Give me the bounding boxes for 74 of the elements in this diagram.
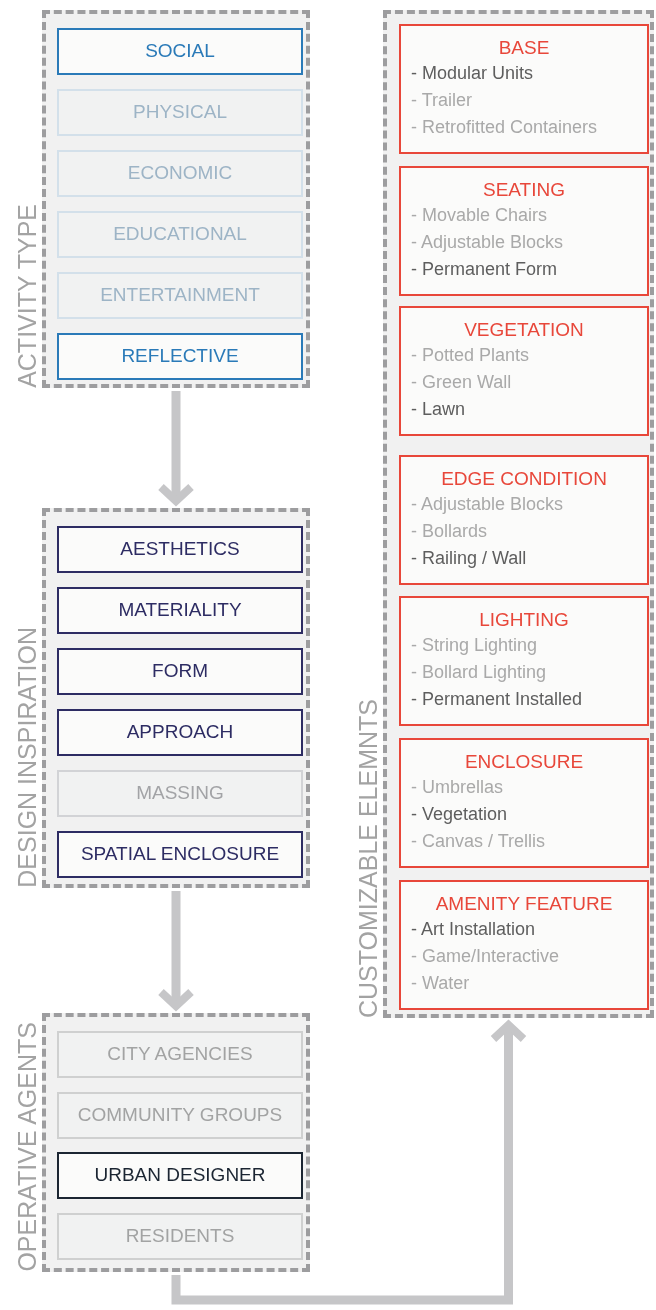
category-label: SOCIAL — [145, 39, 215, 64]
option-item: - String Lighting — [411, 634, 539, 657]
category-box — [57, 272, 303, 319]
element-card — [399, 880, 649, 1010]
category-label: CITY AGENCIES — [107, 1042, 253, 1067]
option-item: - Water — [411, 972, 471, 995]
category-box — [57, 526, 303, 573]
category-box — [57, 587, 303, 634]
category-box — [57, 150, 303, 197]
option-item: - Lawn — [411, 398, 467, 421]
group-heading: DESIGN INSPIRATION — [14, 627, 40, 888]
category-box — [57, 1031, 303, 1078]
category-box — [57, 28, 303, 75]
option-item: - Bollards — [411, 520, 489, 543]
category-label: URBAN DESIGNER — [94, 1163, 266, 1188]
option-item: - Potted Plants — [411, 344, 531, 367]
category-label: PHYSICAL — [133, 100, 227, 125]
option-item: - Game/Interactive — [411, 945, 561, 968]
category-label: MASSING — [136, 781, 224, 806]
element-card — [399, 24, 649, 154]
card-title: SEATING — [482, 178, 566, 202]
category-box — [57, 1212, 303, 1260]
card-title: LIGHTING — [478, 608, 570, 632]
element-card — [399, 455, 649, 585]
category-box — [57, 1091, 303, 1139]
card-title: AMENITY FEATURE — [434, 892, 614, 916]
option-item: - Vegetation — [411, 803, 509, 826]
category-label: ECONOMIC — [127, 161, 233, 186]
category-label: AESTHETICS — [120, 537, 240, 562]
flow-arrow — [157, 391, 195, 505]
option-item: - Modular Units — [411, 62, 535, 85]
category-box — [57, 648, 303, 695]
card-title: BASE — [497, 36, 551, 60]
card-title: VEGETATION — [463, 318, 585, 342]
option-item: - Bollard Lighting — [411, 661, 548, 684]
category-box — [57, 831, 303, 878]
category-box — [57, 333, 303, 380]
option-item: - Retrofitted Containers — [411, 116, 599, 139]
option-item: - Movable Chairs — [411, 204, 549, 227]
element-card — [399, 738, 649, 868]
option-item: - Railing / Wall — [411, 547, 528, 570]
category-box — [57, 211, 303, 258]
group-heading: CUSTOMIZABLE ELEMNTS — [355, 698, 381, 1018]
group-heading: OPERATIVE AGENTS — [14, 1022, 40, 1272]
category-label: EDUCATIONAL — [113, 222, 247, 247]
card-title: ENCLOSURE — [463, 750, 585, 774]
category-label: RESIDENTS — [125, 1223, 235, 1248]
flow-arrow — [157, 891, 195, 1010]
category-box — [57, 770, 303, 817]
category-label: FORM — [152, 659, 208, 684]
option-item: - Permanent Installed — [411, 688, 584, 711]
category-box — [57, 709, 303, 756]
card-title: EDGE CONDITION — [440, 467, 608, 491]
option-item: - Umbrellas — [411, 776, 504, 799]
category-label: MATERIALITY — [118, 598, 242, 623]
element-card — [399, 166, 649, 296]
flow-arrow — [171, 1021, 528, 1305]
option-item: - Adjustable Blocks — [411, 231, 565, 254]
category-label: SPATIAL ENCLOSURE — [80, 842, 280, 867]
option-item: - Permanent Form — [411, 258, 559, 281]
option-item: - Green Wall — [411, 371, 513, 394]
category-label: REFLECTIVE — [121, 344, 239, 369]
category-label: APPROACH — [126, 720, 234, 745]
category-label: COMMUNITY GROUPS — [77, 1102, 283, 1127]
group-heading: ACTIVITY TYPE — [14, 204, 40, 388]
option-item: - Canvas / Trellis — [411, 830, 547, 853]
option-item: - Trailer — [411, 89, 473, 112]
category-box — [57, 89, 303, 136]
category-box — [57, 1152, 303, 1199]
category-label: ENTERTAINMENT — [100, 283, 260, 308]
element-card — [399, 306, 649, 436]
option-item: - Art Installation — [411, 918, 537, 941]
option-item: - Adjustable Blocks — [411, 493, 565, 516]
element-card — [399, 596, 649, 726]
